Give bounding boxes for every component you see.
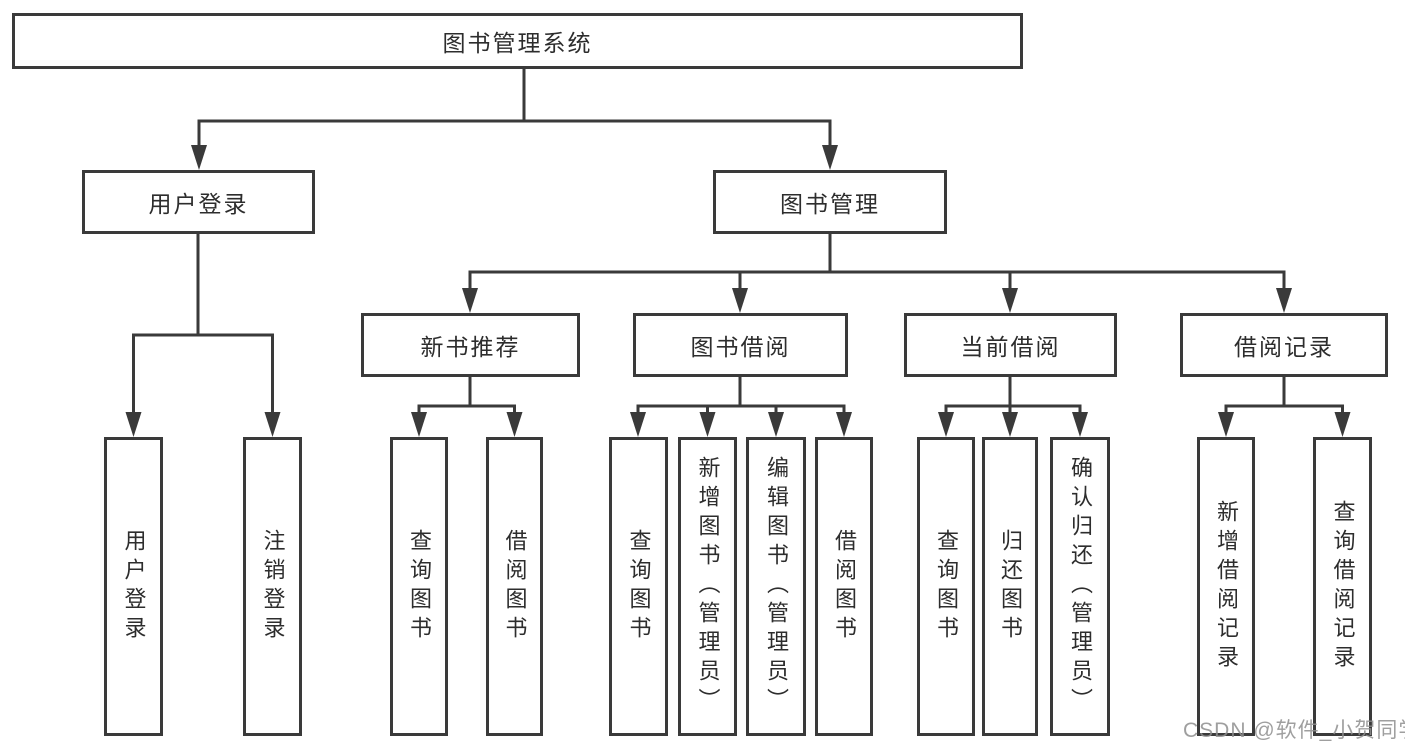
node-user-login: 用户登录 [82,170,315,234]
leaf-query-books-current: 查询图书 [917,437,975,736]
node-current-borrow: 当前借阅 [904,313,1117,377]
leaf-add-book-admin: 新增图书（管理员） [678,437,737,736]
leaf-confirm-return-admin: 确认归还（管理员） [1050,437,1110,736]
leaf-return-book: 归还图书 [982,437,1038,736]
watermark-text: CSDN @软件_小贺同学 [1183,719,1405,742]
leaf-user-login: 用户登录 [104,437,163,736]
leaf-add-borrow-record: 新增借阅记录 [1197,437,1255,736]
node-root: 图书管理系统 [12,13,1023,69]
leaf-query-borrow-record: 查询借阅记录 [1313,437,1372,736]
leaf-logout: 注销登录 [243,437,302,736]
leaf-borrow-books-recommend: 借阅图书 [486,437,543,736]
leaf-query-books-recommend: 查询图书 [390,437,448,736]
node-book-borrow: 图书借阅 [633,313,848,377]
leaf-edit-book-admin: 编辑图书（管理员） [746,437,806,736]
leaf-query-books-borrow: 查询图书 [609,437,668,736]
leaf-borrow-books: 借阅图书 [815,437,873,736]
node-book-management: 图书管理 [713,170,947,234]
node-new-book-recommend: 新书推荐 [361,313,580,377]
node-borrow-records: 借阅记录 [1180,313,1388,377]
